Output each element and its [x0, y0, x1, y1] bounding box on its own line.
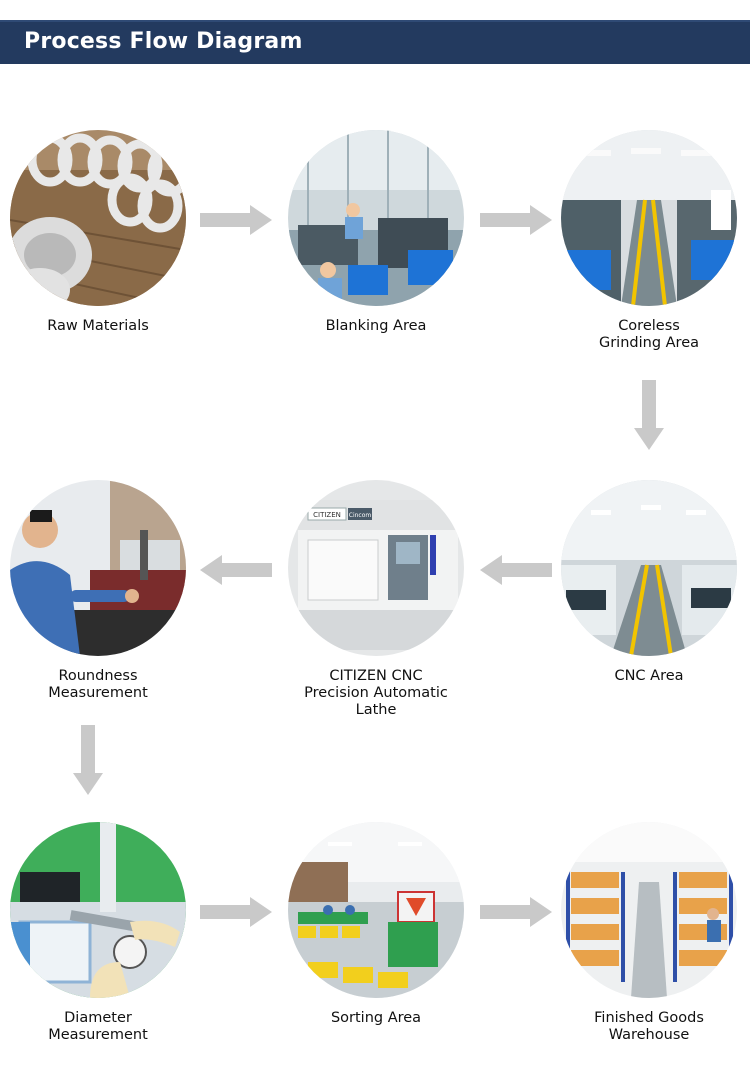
step-label: CNC Area [614, 668, 684, 684]
cnc-lathe-photo: CITIZEN Cincom [288, 480, 464, 656]
arrow-right-icon [200, 897, 272, 927]
step-label: Sorting Area [330, 1010, 422, 1026]
warehouse-shelves-photo [561, 822, 737, 998]
arrow-down-icon [73, 725, 103, 795]
step-label: Roundness Measurement [48, 668, 148, 701]
step-label: CITIZEN CNC Precision Automatic Lathe [304, 668, 448, 718]
step-raw-materials: Raw Materials [8, 130, 188, 335]
arrow-right-icon [480, 205, 552, 235]
cincom-model-text: Cincom [349, 512, 372, 519]
arrow-down-icon [634, 380, 664, 450]
sorting-hall-photo [288, 822, 464, 998]
arrow-left-icon [200, 555, 272, 585]
step-roundness-measurement: Roundness Measurement [8, 480, 188, 702]
factory-workers-photo [288, 130, 464, 306]
step-label: Blanking Area [325, 318, 427, 334]
step-label: Diameter Measurement [48, 1010, 148, 1043]
cnc-hall-photo [561, 480, 737, 656]
header-bar: Process Flow Diagram [0, 20, 750, 64]
step-blanking-area: Blanking Area [286, 130, 466, 335]
step-diameter-measurement: Diameter Measurement [8, 822, 188, 1044]
arrow-right-icon [480, 897, 552, 927]
grinding-hall-photo [561, 130, 737, 306]
roundness-tester-photo [10, 480, 186, 656]
page-title: Process Flow Diagram [24, 29, 303, 54]
wire-coil-photo [10, 130, 186, 306]
micrometer-photo [10, 822, 186, 998]
step-label: Coreless Grinding Area [598, 318, 700, 351]
arrow-left-icon [480, 555, 552, 585]
step-finished-goods-warehouse: Finished Goods Warehouse [559, 822, 739, 1044]
step-sorting-area: Sorting Area [286, 822, 466, 1027]
step-label: Finished Goods Warehouse [594, 1010, 704, 1043]
step-citizen-cnc-lathe: CITIZEN Cincom CITIZEN CNC Precision Aut… [286, 480, 466, 719]
arrow-right-icon [200, 205, 272, 235]
step-cnc-area: CNC Area [559, 480, 739, 685]
step-label: Raw Materials [47, 318, 149, 334]
step-coreless-grinding: Coreless Grinding Area [559, 130, 739, 352]
citizen-brand-text: CITIZEN [313, 511, 341, 519]
